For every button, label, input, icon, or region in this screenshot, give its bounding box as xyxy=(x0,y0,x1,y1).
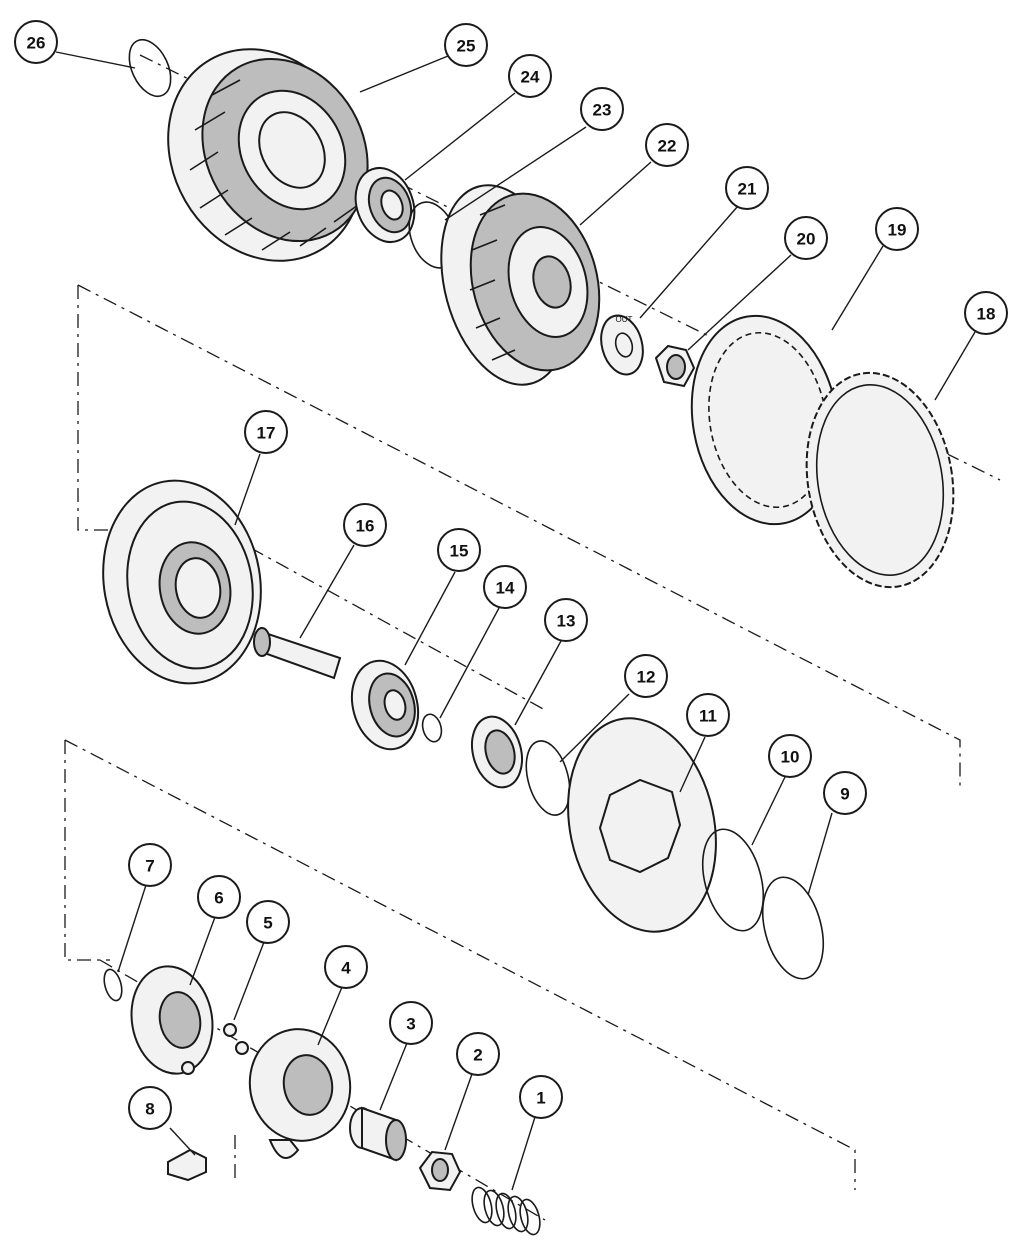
part-clutch-hub-22 xyxy=(440,184,601,386)
callout-25: 25 xyxy=(444,23,488,67)
callout-4: 4 xyxy=(324,945,368,989)
callout-16: 16 xyxy=(343,503,387,547)
part-clutch-basket-25 xyxy=(167,48,369,262)
part-friction-plate-18 xyxy=(805,371,955,589)
callout-11-label: 11 xyxy=(699,707,717,726)
washer-out-marking: OUT xyxy=(616,315,633,324)
callout-22-label: 22 xyxy=(658,137,677,156)
callout-26-label: 26 xyxy=(27,34,46,53)
callout-2-label: 2 xyxy=(473,1046,482,1065)
callout-15: 15 xyxy=(437,528,481,572)
callout-22: 22 xyxy=(645,123,689,167)
callout-24: 24 xyxy=(508,54,552,98)
callout-21-label: 21 xyxy=(738,180,757,199)
callout-3-label: 3 xyxy=(406,1015,415,1034)
callout-10: 10 xyxy=(768,734,812,778)
callout-1-label: 1 xyxy=(536,1089,545,1108)
callout-17: 17 xyxy=(244,410,288,454)
callout-26: 26 xyxy=(14,20,58,64)
callout-15-label: 15 xyxy=(450,542,469,561)
callout-3: 3 xyxy=(389,1001,433,1045)
callout-7: 7 xyxy=(128,843,172,887)
part-ramp-plate-6 xyxy=(130,965,214,1075)
callout-10-label: 10 xyxy=(781,748,800,767)
callout-21: 21 xyxy=(725,166,769,210)
callout-9: 9 xyxy=(823,771,867,815)
callout-4-label: 4 xyxy=(341,959,351,978)
callout-9-label: 9 xyxy=(840,785,849,804)
callout-20-label: 20 xyxy=(797,230,816,249)
part-retaining-ring-26 xyxy=(128,38,172,98)
callout-6-label: 6 xyxy=(214,889,223,908)
callout-24-label: 24 xyxy=(521,68,540,87)
part-push-rod-16 xyxy=(253,627,342,680)
part-spring-plate-11 xyxy=(567,717,717,933)
callout-12-label: 12 xyxy=(637,668,656,687)
callout-8-label: 8 xyxy=(145,1100,154,1119)
part-hex-nut-20 xyxy=(654,344,696,388)
callout-16-label: 16 xyxy=(356,517,375,536)
callout-12: 12 xyxy=(624,654,668,698)
callout-8: 8 xyxy=(128,1086,172,1130)
part-coupling-8 xyxy=(167,1148,207,1182)
callout-7-label: 7 xyxy=(145,857,154,876)
part-spring-1 xyxy=(471,1186,541,1236)
part-pressure-plate-17 xyxy=(102,479,262,685)
callout-23: 23 xyxy=(580,87,624,131)
callout-13: 13 xyxy=(544,598,588,642)
callout-5: 5 xyxy=(246,900,290,944)
part-snap-ring-10 xyxy=(701,828,765,932)
callout-14-label: 14 xyxy=(496,579,515,598)
callout-14: 14 xyxy=(483,565,527,609)
part-bearing-15 xyxy=(350,659,420,751)
callout-19: 19 xyxy=(875,207,919,251)
callout-2: 2 xyxy=(456,1032,500,1076)
callout-25-label: 25 xyxy=(457,37,476,56)
callout-19-label: 19 xyxy=(888,221,907,240)
part-snap-ring-14 xyxy=(421,713,443,743)
part-retaining-ring-12 xyxy=(525,740,571,816)
part-steel-balls-5 xyxy=(181,1023,249,1075)
part-jam-nut-2 xyxy=(418,1150,462,1192)
callout-23-label: 23 xyxy=(593,101,612,120)
part-adjuster-13 xyxy=(471,715,523,789)
callout-11: 11 xyxy=(686,693,730,737)
callout-18: 18 xyxy=(964,291,1008,335)
part-retaining-ring-7 xyxy=(103,968,123,1002)
callout-5-label: 5 xyxy=(263,914,272,933)
callout-13-label: 13 xyxy=(557,612,576,631)
part-ramp-coupling-4 xyxy=(248,1028,352,1159)
part-bearing-24 xyxy=(354,167,416,243)
part-adjusting-screw-3 xyxy=(349,1106,407,1162)
callout-20: 20 xyxy=(784,216,828,260)
part-washer-21: OUT xyxy=(600,314,644,376)
leader-lines xyxy=(55,51,976,1191)
assembly-centerlines xyxy=(64,54,1001,1221)
callout-6: 6 xyxy=(197,875,241,919)
callout-18-label: 18 xyxy=(977,305,996,324)
callout-17-label: 17 xyxy=(257,424,276,443)
callout-1: 1 xyxy=(519,1075,563,1119)
part-retaining-ring-9 xyxy=(761,876,825,980)
